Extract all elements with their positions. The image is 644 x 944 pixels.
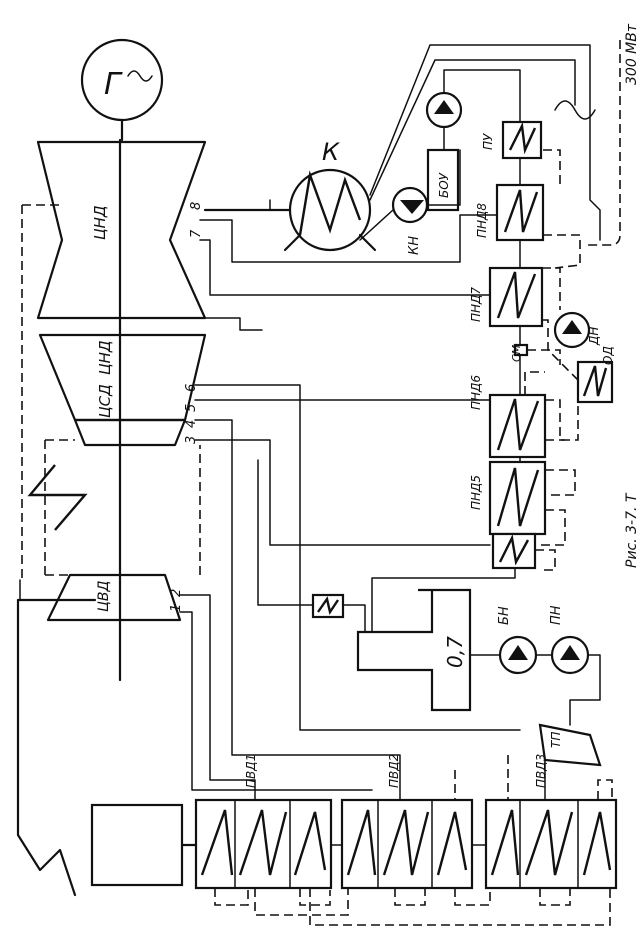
drain-cooler-label: ОД: [601, 346, 615, 365]
condenser: К: [283, 138, 377, 252]
turbine-drive-label: ТП: [549, 732, 563, 748]
lp-heater-5: ПНД5: [469, 460, 547, 570]
pu-label: ПУ: [481, 133, 495, 150]
condenser-label: К: [322, 138, 340, 166]
hp-heater-1: ПВД1: [194, 754, 333, 890]
lp-heater-5-label: ПНД5: [469, 475, 483, 510]
top-pump: [425, 91, 463, 129]
lp-heater-6-label: ПНД6: [469, 375, 483, 410]
lp-heater-7-label: ПНД7: [469, 287, 483, 322]
lp-cylinder-2-label: ЦНД: [96, 340, 114, 375]
drain-pump-label: ДН: [587, 327, 601, 346]
boiler: [16, 598, 197, 897]
edge-fragment: 300 МВт: [624, 23, 640, 85]
condensate-pump: КН: [391, 186, 429, 255]
booster-pump: БН: [497, 606, 538, 675]
piping-drains: [214, 149, 613, 926]
extraction-1-label: 1: [169, 604, 184, 612]
ip-cylinder-label: ЦСД: [96, 384, 114, 418]
booster-pump-label: БН: [497, 606, 512, 625]
drain-cooler: ОД: [576, 346, 615, 404]
drain-pump: ДН: [553, 311, 601, 349]
hp-heater-2-label: ПВД2: [387, 754, 401, 788]
bou-unit: БОУ: [426, 148, 460, 212]
hp-cylinder: ЦВД 2 1: [46, 573, 184, 622]
deaerator: 0,7: [356, 588, 472, 712]
hp-heater-3-label: ПВД3: [534, 754, 548, 788]
generator: Г: [80, 38, 164, 142]
extraction-5-label: 5: [184, 404, 199, 412]
extraction-2-label: 2: [169, 589, 184, 597]
reheater-coil: [27, 464, 88, 531]
extraction-6-label: 6: [184, 384, 199, 392]
feed-pump-label: ПН: [549, 605, 564, 625]
deaerator-label: 0,7: [443, 636, 467, 668]
lp-heater-7: ПНД7: [469, 266, 544, 328]
mixer-label: СМ: [510, 344, 523, 362]
extraction-3-label: 3: [184, 436, 199, 444]
turbine-drive: ТП: [538, 723, 602, 767]
condensate-pump-label: КН: [407, 236, 422, 255]
lp-heater-8: ПНД8: [475, 183, 545, 242]
lp-cylinder-1: ЦНД 8 7: [36, 140, 207, 320]
hp-cylinder-label: ЦВД: [96, 581, 112, 612]
hp-heater-3: ПВД3: [484, 754, 618, 890]
ejector-cooler: [311, 593, 345, 619]
extraction-8-label: 8: [189, 202, 204, 210]
extraction-4-label: 4: [184, 420, 199, 428]
lp-heater-6: ПНД6: [469, 375, 547, 459]
pu-heater: ПУ: [481, 120, 543, 160]
hp-heater-2: ПВД2: [340, 754, 474, 890]
hp-heater-1-label: ПВД1: [244, 754, 258, 788]
ip-cylinder: ЦНД ЦСД 6 5 4 3: [38, 333, 207, 447]
caption-fragment: Рис. 3-7. Т: [624, 492, 640, 568]
mixer: СМ: [510, 343, 529, 362]
lp-heater-8-label: ПНД8: [475, 203, 489, 238]
extraction-7-label: 7: [189, 229, 204, 238]
generator-label: Г: [104, 67, 123, 102]
lp-cylinder-1-label: ЦНД: [91, 205, 109, 240]
bou-label: БОУ: [437, 172, 451, 198]
piping-solid: [19, 40, 621, 846]
feed-pump: ПН: [549, 605, 590, 675]
